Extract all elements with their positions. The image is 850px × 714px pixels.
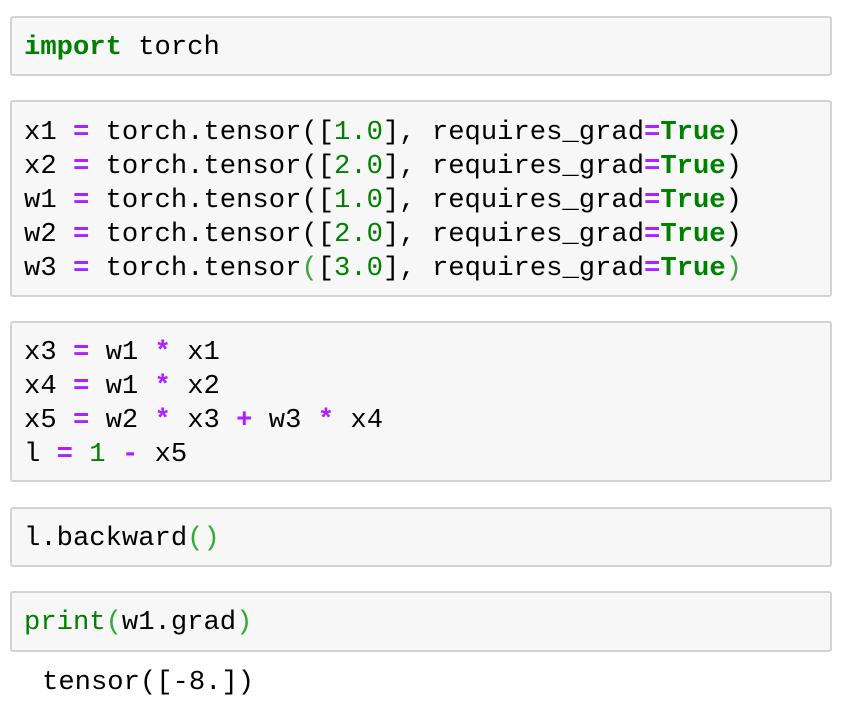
code-token: = (644, 185, 661, 216)
code-token: = (644, 117, 661, 148)
code-token: True (660, 219, 726, 250)
code-token: = (72, 371, 90, 402)
code-token (73, 439, 89, 470)
code-token: ], requires_grad (383, 253, 645, 284)
code-token: ], requires_grad (382, 151, 645, 182)
code-token: ], requires_grad (382, 185, 645, 216)
cell-code[interactable]: l.backward() (24, 522, 220, 556)
code-cell-print[interactable]: print(w1.grad) (10, 591, 832, 652)
code-token: = (644, 151, 661, 182)
code-token: = (72, 185, 90, 216)
code-token: = (72, 117, 90, 148)
code-token: print (24, 607, 106, 638)
code-token: x4 (334, 405, 384, 436)
code-token: 1 (89, 439, 106, 470)
cell-code[interactable]: x1 = torch.tensor([1.0], requires_grad=T… (24, 116, 742, 286)
code-line: w3 = torch.tensor([3.0], requires_grad=T… (24, 252, 742, 286)
code-token: x1 (24, 117, 73, 148)
code-token: * (154, 337, 171, 368)
code-token: w2 (24, 219, 73, 250)
code-token: x5 (138, 439, 188, 470)
code-token: import (24, 32, 122, 63)
code-token: w3 (252, 405, 318, 436)
code-token: l.backward (24, 523, 188, 554)
code-token: ], requires_grad (382, 117, 645, 148)
cell-output: tensor([-8.]) (42, 667, 255, 698)
code-cell-backward[interactable]: l.backward() (10, 507, 832, 567)
code-token: x2 (170, 371, 220, 402)
code-token: torch.tensor (89, 253, 302, 284)
code-line: w2 = torch.tensor([2.0], requires_grad=T… (24, 218, 742, 252)
code-token: = (56, 439, 73, 470)
code-token: = (72, 151, 90, 182)
code-line: x3 = w1 * x1 (24, 336, 383, 370)
code-token: 1.0 (334, 117, 383, 148)
code-token: x1 (170, 337, 220, 368)
code-token: x3 (24, 337, 73, 368)
code-token: ) (725, 253, 742, 284)
code-token: x3 (170, 405, 237, 436)
code-token: l (24, 439, 57, 470)
code-token: ) (725, 151, 742, 182)
code-token: ) (725, 117, 742, 148)
code-token: = (644, 253, 661, 284)
code-token: w1 (89, 337, 155, 368)
code-token: torch.tensor([ (89, 117, 335, 148)
code-token: ) (236, 607, 253, 638)
code-token: ) (725, 219, 742, 250)
code-token: * (317, 405, 335, 436)
code-token: torch (121, 32, 220, 63)
code-token: = (72, 219, 90, 250)
code-token: True (660, 253, 726, 284)
code-token: = (644, 219, 661, 250)
code-token: 1.0 (334, 185, 383, 216)
code-token: x5 (24, 405, 73, 436)
code-token: w2 (89, 405, 155, 436)
code-line: l = 1 - x5 (24, 438, 383, 472)
code-token: 2.0 (334, 151, 383, 182)
code-token: = (72, 253, 90, 284)
code-token: = (72, 405, 90, 436)
code-line: x1 = torch.tensor([1.0], requires_grad=T… (24, 116, 742, 150)
code-token: x4 (24, 371, 73, 402)
code-token: ( (301, 253, 318, 284)
code-line: w1 = torch.tensor([1.0], requires_grad=T… (24, 184, 742, 218)
cell-code[interactable]: print(w1.grad) (24, 606, 252, 640)
code-token: w1 (24, 185, 73, 216)
code-token: torch.tensor([ (89, 185, 335, 216)
code-token: w1.grad (121, 607, 237, 638)
code-token: * (154, 405, 171, 436)
code-token: [ (317, 253, 335, 284)
code-token: x2 (24, 151, 73, 182)
cell-code[interactable]: import torch (24, 31, 220, 65)
code-token: w1 (89, 371, 155, 402)
code-token: torch.tensor([ (89, 151, 335, 182)
code-token: * (154, 371, 171, 402)
code-token: - (121, 439, 139, 470)
code-line: import torch (24, 31, 220, 65)
code-line: x2 = torch.tensor([2.0], requires_grad=T… (24, 150, 742, 184)
code-line: print(w1.grad) (24, 606, 252, 640)
code-token: 3.0 (334, 253, 383, 284)
code-line: x5 = w2 * x3 + w3 * x4 (24, 404, 383, 438)
code-token: () (187, 523, 220, 554)
code-line: l.backward() (24, 522, 220, 556)
code-token: True (660, 117, 726, 148)
code-token: 2.0 (334, 219, 383, 250)
code-token: + (236, 405, 253, 436)
code-token: ], requires_grad (382, 219, 645, 250)
code-cell-tensors[interactable]: x1 = torch.tensor([1.0], requires_grad=T… (10, 100, 832, 297)
code-token: True (660, 185, 726, 216)
code-token: ( (105, 607, 122, 638)
code-token: ) (725, 185, 742, 216)
code-line: x4 = w1 * x2 (24, 370, 383, 404)
code-token: = (72, 337, 90, 368)
code-token: torch.tensor([ (89, 219, 335, 250)
code-cell-import[interactable]: import torch (10, 16, 832, 76)
code-token (106, 439, 122, 470)
code-token: True (660, 151, 726, 182)
code-token: w3 (24, 253, 73, 284)
